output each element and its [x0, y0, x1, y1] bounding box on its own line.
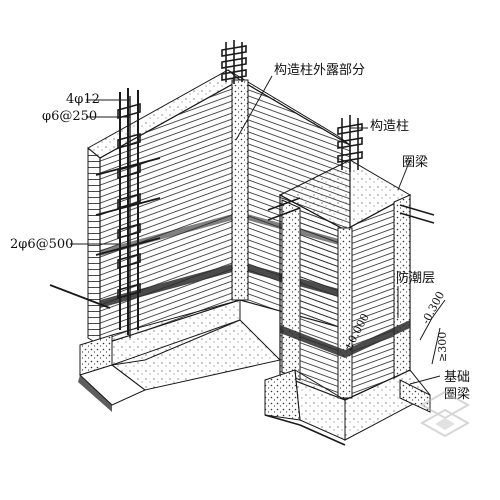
- label-damp-course: 防潮层: [396, 270, 435, 286]
- back-rebar-column: [221, 40, 247, 84]
- label-column: 构造柱: [370, 119, 409, 134]
- label-foundation-beam: 圈梁: [444, 387, 470, 402]
- label-depth: ≥300: [436, 332, 449, 362]
- left-footing: [78, 299, 281, 412]
- left-rebar-column: [95, 88, 161, 338]
- label-elev-neg: -0.300: [419, 289, 447, 326]
- front-right-block: [278, 159, 412, 401]
- watermark-logo: [419, 390, 471, 438]
- label-rebar-tie: 2φ6@500: [10, 237, 73, 252]
- leader-tie: [49, 284, 111, 309]
- front-rebar-column: [267, 115, 435, 224]
- label-foundation: 基础: [444, 370, 470, 385]
- left-wall: [87, 69, 241, 346]
- label-rebar-main: 4φ12: [66, 92, 100, 107]
- leader-lines: [70, 75, 446, 385]
- label-ring-beam: 圈梁: [402, 155, 428, 170]
- label-exposed-column: 构造柱外露部分: [274, 63, 365, 78]
- label-rebar-stirrup: φ6@250: [42, 109, 97, 124]
